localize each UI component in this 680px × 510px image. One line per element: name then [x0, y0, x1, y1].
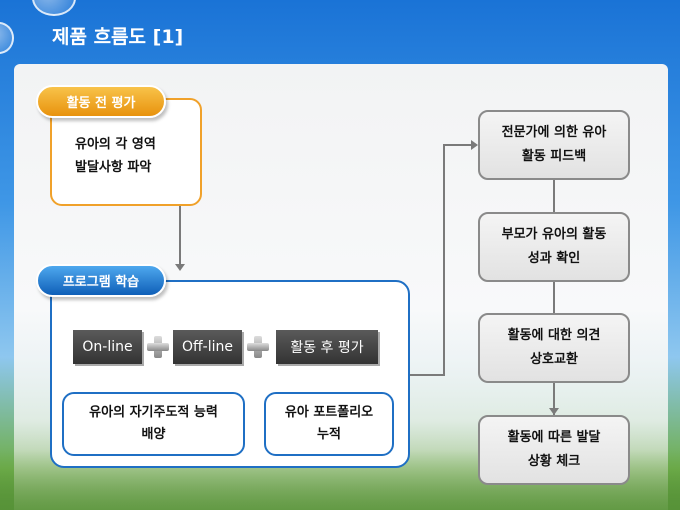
- arrow-down-icon: [549, 408, 559, 415]
- program-learning-label: 프로그램 학습: [36, 264, 166, 297]
- offline-tag: Off-line: [173, 330, 242, 364]
- connector-line: [179, 206, 181, 266]
- text-line: 상황 체크: [527, 454, 581, 469]
- text-line: 발달사항 파악: [75, 160, 152, 175]
- online-tag: On-line: [73, 330, 142, 364]
- text-line: 유아의 자기주도적 능력: [89, 405, 218, 420]
- text-line: 배양: [141, 427, 166, 442]
- bubble-decoration: [32, 0, 76, 16]
- text-line: 전문가에 의한 유아: [501, 125, 607, 140]
- text-line: 상호교환: [530, 352, 578, 367]
- plus-icon: [147, 336, 169, 358]
- text-line: 성과 확인: [527, 251, 581, 266]
- text-line: 유아 포트폴리오: [284, 405, 374, 420]
- pre-evaluation-text: 유아의 각 영역 발달사항 파악: [75, 133, 156, 179]
- pre-evaluation-label: 활동 전 평가: [36, 85, 166, 118]
- text-line: 유아의 각 영역: [75, 137, 156, 152]
- page-title: 제품 흐름도 [1]: [52, 26, 184, 48]
- text-line: 활동에 따른 발달: [507, 430, 601, 445]
- text-line: 활동에 대한 의견: [507, 328, 601, 343]
- post-evaluation-tag: 활동 후 평가: [276, 330, 378, 364]
- text-line: 부모가 유아의 활동: [501, 227, 607, 242]
- bubble-decoration: [0, 22, 14, 54]
- text-line: 누적: [317, 427, 341, 442]
- plus-icon: [247, 336, 269, 358]
- connector-line: [410, 374, 445, 376]
- arrow-down-icon: [175, 264, 185, 271]
- arrow-right-icon: [471, 140, 478, 150]
- text-line: 활동 피드백: [521, 149, 587, 164]
- connector-line: [443, 144, 473, 146]
- connector-line: [553, 180, 555, 415]
- connector-line: [443, 144, 445, 376]
